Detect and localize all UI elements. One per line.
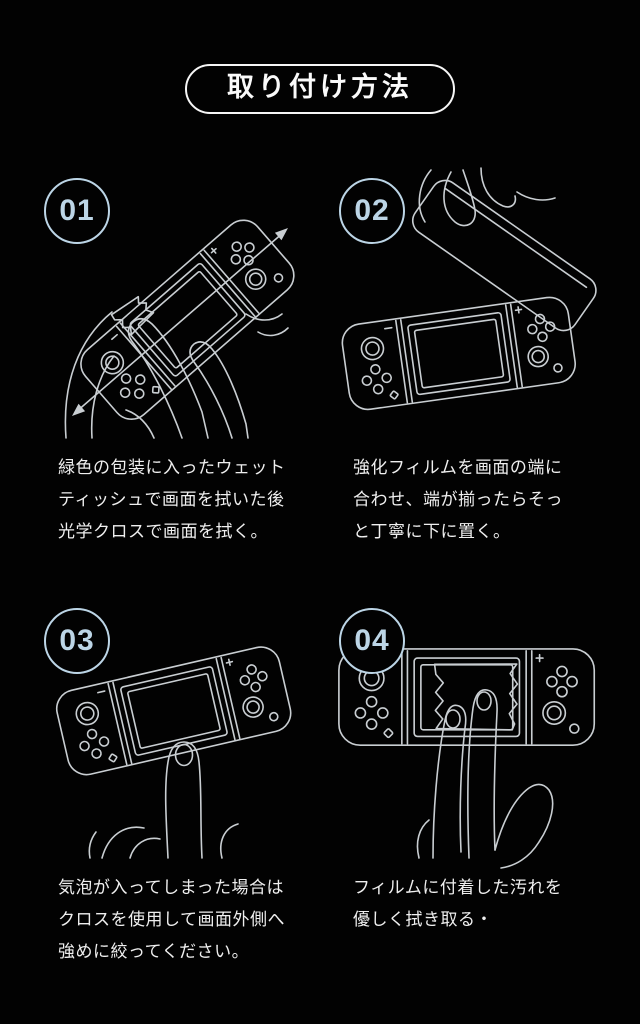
illustration-press-bubbles-icon <box>52 642 296 859</box>
step-02-illustration-area: 02 <box>331 166 604 436</box>
step-number-badge: 02 <box>339 177 405 244</box>
step-04-illustration-area: 04 <box>331 596 604 869</box>
step-number-badge: 01 <box>44 177 110 244</box>
step-caption: 気泡が入ってしまった場合は クロスを使用して画面外側へ 強めに絞ってください。 <box>58 877 285 962</box>
step-number-badge: 04 <box>339 607 405 674</box>
illustration-wipe-film-icon <box>338 647 596 869</box>
illustration-wipe-screen-with-wet-tissue-icon <box>64 211 303 439</box>
step-03-illustration-area: 03 <box>36 596 309 859</box>
step-01-illustration-area: 01 <box>36 166 309 439</box>
step-caption: フィルムに付着した汚れを 優しく拭き取る・ <box>353 877 563 929</box>
steps-container: 01 <box>0 166 640 969</box>
step-number-badge: 03 <box>44 607 110 674</box>
illustration-align-film-edge-icon <box>339 166 597 413</box>
page-title: 取り付け方法 <box>185 64 455 114</box>
step-caption: 強化フィルムを画面の端に 合わせ、端が揃ったらそっ と丁寧に下に置く。 <box>353 457 563 542</box>
step-caption: 緑色の包装に入ったウェット ティッシュで画面を拭いた後 光学クロスで画面を拭く。 <box>58 457 286 542</box>
